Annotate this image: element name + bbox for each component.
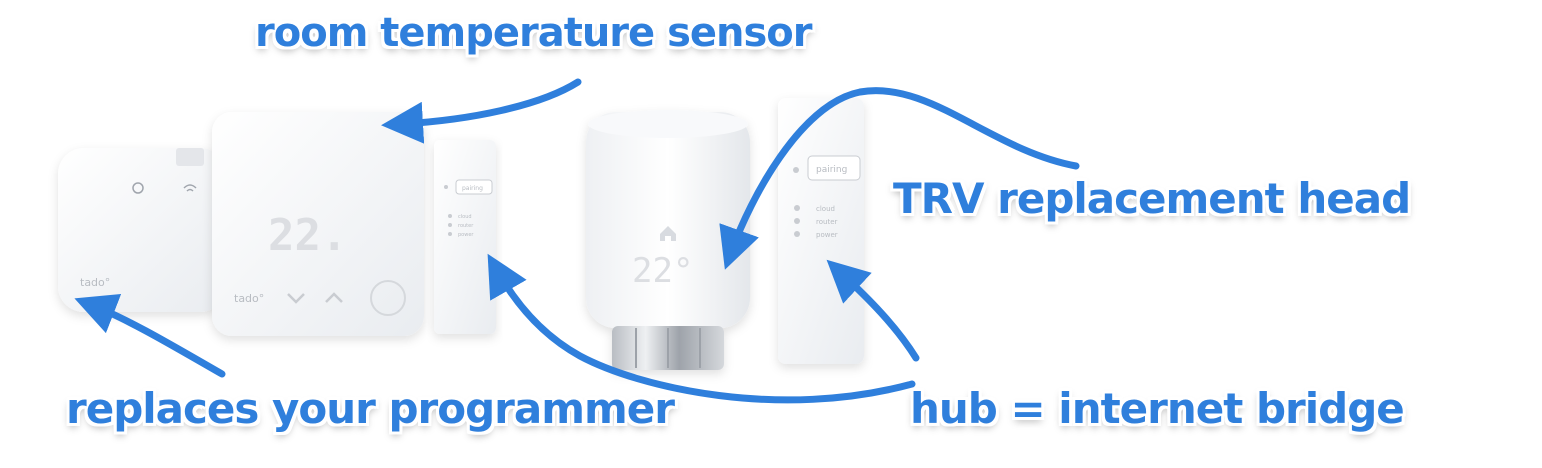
internet-bridge-small: pairing cloud router power xyxy=(434,140,496,334)
room-thermostat: 22. tado° xyxy=(212,112,424,336)
programmer-arrow xyxy=(74,294,226,378)
power-icon xyxy=(132,182,144,194)
led-label: power xyxy=(816,231,838,239)
trv-display: 22° xyxy=(632,251,693,291)
led-label: power xyxy=(458,232,474,238)
led-label: router xyxy=(816,218,837,226)
wireless-receiver: tado° xyxy=(58,148,226,312)
hub-label: hub = internet bridge xyxy=(910,384,1405,433)
trv-arrow xyxy=(719,87,1080,270)
chevron-down-icon xyxy=(287,293,305,304)
chevron-up-icon xyxy=(325,292,343,303)
wifi-icon xyxy=(183,184,197,192)
brand-label: tado° xyxy=(234,292,264,305)
pairing-label: pairing xyxy=(816,165,847,175)
thermostat-display: 22. xyxy=(268,210,347,261)
led-label: cloud xyxy=(458,214,472,220)
sensor-arrow xyxy=(381,78,582,144)
hub-arrow-right xyxy=(826,259,920,362)
home-icon xyxy=(660,226,676,241)
annotation-arrows xyxy=(74,78,1080,404)
programmer-label: replaces your programmer xyxy=(66,384,675,433)
brand-label: tado° xyxy=(80,276,110,289)
hub-arrow-left xyxy=(487,253,916,404)
trv-head: 22° xyxy=(586,110,750,370)
led-label: router xyxy=(458,223,474,229)
sensor-label: room temperature sensor xyxy=(255,10,813,56)
pairing-label: pairing xyxy=(462,185,483,192)
trv-label: TRV replacement head xyxy=(893,174,1411,223)
led-label: cloud xyxy=(816,205,835,213)
